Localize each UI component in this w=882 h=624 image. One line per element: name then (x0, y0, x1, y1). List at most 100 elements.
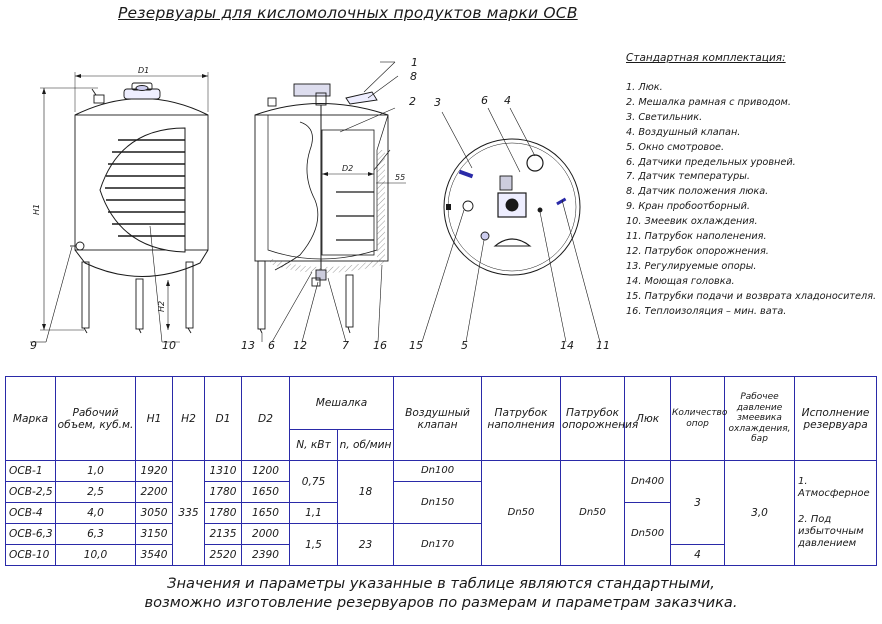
legend-item: 16. Теплоизоляция – мин. вата. (626, 305, 787, 317)
col-execution: Исполнение резервуара (794, 376, 878, 461)
cell-speed: 18 (336, 460, 395, 524)
legend-item: 10. Змеевик охлаждения. (626, 216, 758, 228)
callout-11: 11 (596, 339, 610, 352)
cell-power: 1,5 (289, 523, 338, 566)
standard-equipment-legend: Стандартная комплектация: 1. Люк. 2. Меш… (626, 52, 882, 320)
support-leg (81, 261, 90, 329)
d1-label: D1 (138, 66, 149, 75)
callout-1: 1 (411, 56, 418, 69)
front-view (30, 72, 209, 343)
col-h1: Н1 (135, 376, 173, 461)
cell-volume: 1,0 (55, 460, 136, 482)
adjustable-support (345, 274, 354, 328)
cell-hatch: Dn500 (624, 502, 672, 566)
cell-mark: ОСВ-1 (5, 460, 56, 482)
cell-mark: ОСВ-6,3 (5, 523, 56, 545)
legend-item: 8. Датчик положения люка. (626, 186, 769, 198)
cell-valve: Dn170 (393, 523, 483, 566)
cell-fill: Dn50 (481, 460, 562, 566)
col-hatch: Люк (624, 376, 672, 461)
col-mark: Марка (5, 376, 56, 461)
cell-h1: 1920 (135, 460, 173, 482)
cooling-coil-front (105, 139, 185, 237)
d2-label: D2 (342, 164, 353, 173)
cell-h1: 3050 (135, 502, 173, 524)
col-valve: Воздушный клапан (393, 376, 483, 461)
cell-h1: 3150 (135, 523, 173, 545)
cell-mark: ОСВ-4 (5, 502, 56, 524)
col-mixer: Мешалка (288, 376, 395, 430)
callout-10: 10 (162, 339, 176, 352)
legend-item: 4. Воздушный клапан. (626, 126, 741, 138)
callout-9: 9 (30, 339, 37, 352)
cell-power: 1,1 (289, 502, 338, 524)
cell-d1: 1780 (204, 502, 242, 524)
side-section-view (254, 61, 406, 343)
adjustable-support (257, 260, 266, 330)
cell-d2: 1200 (241, 460, 290, 482)
col-power: N, кВт (289, 428, 338, 461)
legend-item: 11. Патрубок наполенения. (626, 231, 767, 243)
table-row: ОСВ-6,3 6,3 3150 2135 2000 1,5 23 Dn170 (5, 523, 877, 566)
callout-13: 13 (241, 339, 255, 352)
air-valve-top (526, 154, 544, 172)
callout-8: 8 (410, 70, 417, 83)
col-fill: Патрубок наполнения (481, 376, 562, 461)
cell-supports: 4 (670, 544, 726, 566)
legend-item: 15. Патрубки подачи и возврата хладоноси… (626, 290, 877, 302)
cell-h1: 3540 (135, 544, 173, 566)
sample-valve (75, 241, 85, 251)
col-d1: D1 (204, 376, 242, 461)
cell-h1: 2200 (135, 481, 173, 503)
legend-item: 6. Датчики предельных уровней. (626, 156, 796, 168)
callout-3: 3 (434, 96, 441, 109)
cell-valve: Dn100 (393, 460, 483, 482)
cell-d1: 2520 (204, 544, 242, 566)
top-view (421, 107, 601, 343)
spec-table: Марка Рабочий объем, куб.м. Н1 Н2 D1 D2 … (5, 376, 878, 566)
col-drain: Патрубок опорожнения (560, 376, 638, 461)
col-d2: D2 (241, 376, 290, 461)
callout-14: 14 (560, 339, 574, 352)
legend-item: 13. Регулируемые опоры. (626, 260, 757, 272)
mixer-drive (293, 83, 331, 97)
support-leg (135, 278, 144, 330)
cell-d1: 1780 (204, 481, 242, 503)
cell-volume: 6,3 (55, 523, 136, 545)
table-row: ОСВ-2,5 2,5 2200 1780 1650 Dn150 (5, 481, 877, 524)
callout-2: 2 (409, 95, 416, 108)
cell-hatch: Dn400 (624, 460, 672, 503)
legend-item: 14. Моющая головка. (626, 275, 735, 287)
cell-drain: Dn50 (560, 460, 626, 566)
cell-mark: ОСВ-2,5 (5, 481, 56, 503)
col-speed: n, об/мин (336, 428, 395, 461)
col-supports: Количество опор (670, 376, 727, 461)
callout-5: 5 (461, 339, 468, 352)
callout-6-top: 6 (481, 94, 488, 107)
table-row: ОСВ-10 10,0 3540 2520 2390 4 (5, 544, 877, 566)
dim-55: 55 (395, 173, 405, 182)
legend-heading: Стандартная комплектация: (626, 52, 786, 64)
callout-4: 4 (504, 94, 511, 107)
cell-d1: 2135 (204, 523, 242, 545)
tank-drawing: D1 H1 H2 9 10 (30, 56, 610, 352)
col-h2: Н2 (172, 376, 205, 461)
cell-execution: 1. Атмосферное 2. Под избыточным давлени… (794, 460, 878, 566)
cell-d1: 1310 (204, 460, 242, 482)
cell-d2: 1650 (241, 481, 290, 503)
callout-12: 12 (293, 339, 307, 352)
support-leg (185, 261, 194, 329)
legend-item: 2. Мешалка рамная с приводом. (626, 96, 791, 108)
cell-volume: 4,0 (55, 502, 136, 524)
callout-6: 6 (268, 339, 275, 352)
footer-note: Значения и параметры указанные в таблице… (0, 574, 882, 612)
legend-item: 1. Люк. (626, 82, 663, 93)
cell-pressure: 3,0 (724, 460, 796, 566)
legend-item: 12. Патрубок опорожнения. (626, 245, 769, 257)
air-valve-front (93, 94, 105, 104)
footer-line: возможно изготовление резервуаров по раз… (144, 594, 738, 611)
legend-item: 5. Окно смотровое. (626, 141, 725, 153)
callout-7: 7 (342, 339, 349, 352)
callout-15: 15 (409, 339, 423, 352)
